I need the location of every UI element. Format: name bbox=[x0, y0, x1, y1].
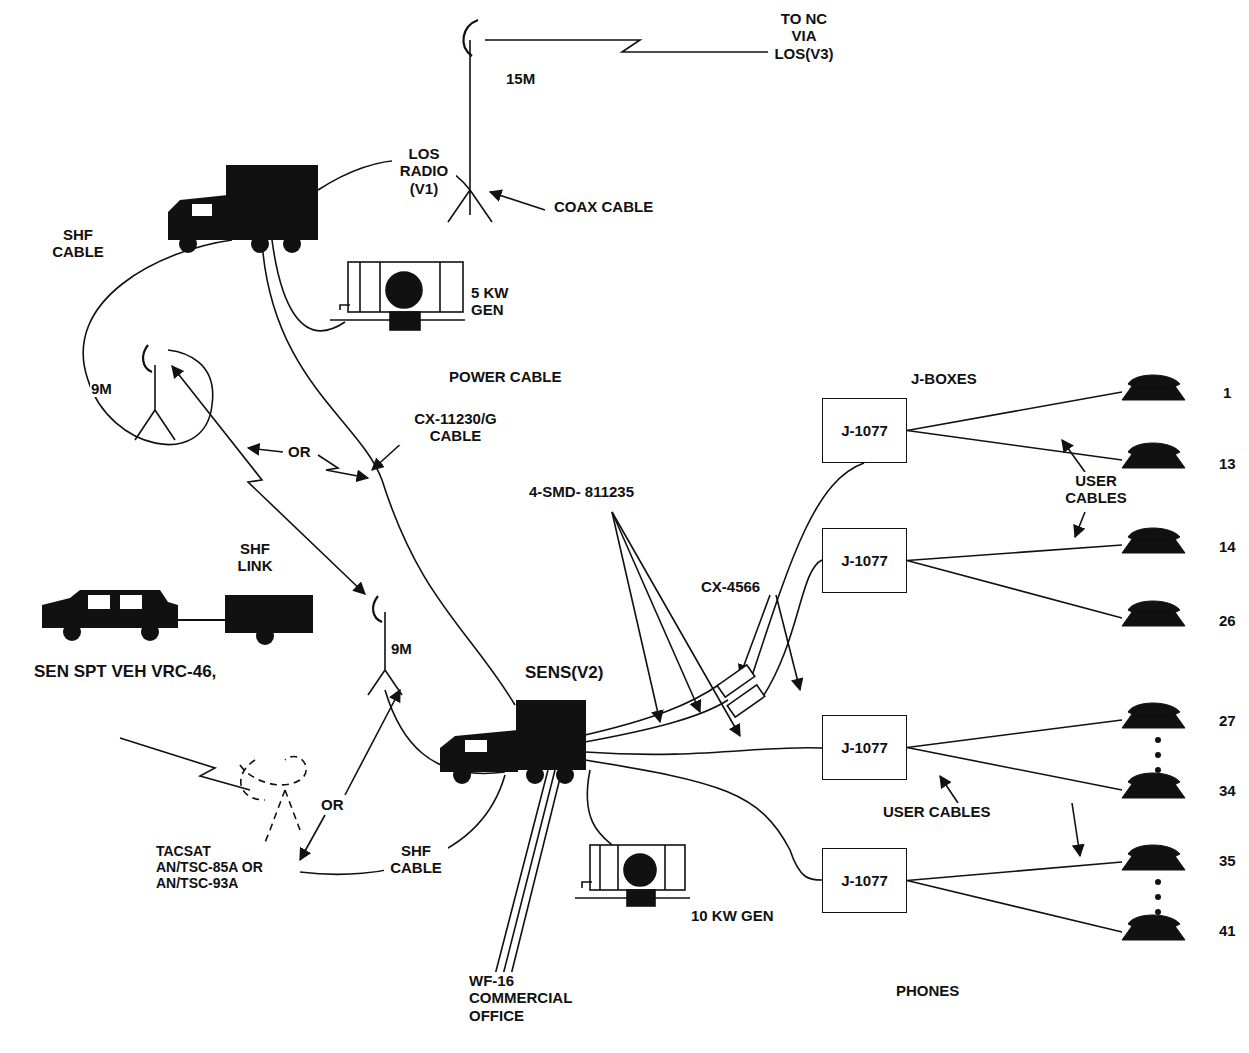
mast bbox=[135, 365, 175, 440]
leader bbox=[612, 512, 700, 712]
box-label: J-1077 bbox=[841, 552, 888, 569]
shf-link bbox=[172, 366, 365, 594]
leader bbox=[1075, 512, 1085, 537]
callout-label: 13 bbox=[1218, 455, 1237, 472]
user-cable bbox=[907, 392, 1122, 431]
ellipsis-dot bbox=[1155, 737, 1161, 743]
ellipsis-dot bbox=[1155, 879, 1161, 885]
telephone bbox=[1122, 915, 1185, 940]
user-cable bbox=[907, 431, 1122, 461]
callout-label: OR bbox=[320, 796, 345, 813]
callout-label: 41 bbox=[1218, 922, 1237, 939]
leader bbox=[612, 512, 740, 736]
callout-label: 1 bbox=[1222, 384, 1232, 401]
callout-label: USER CABLES bbox=[1055, 472, 1137, 507]
leader bbox=[248, 448, 283, 452]
telephone bbox=[1122, 601, 1185, 626]
telephone bbox=[1122, 528, 1185, 553]
box-label: J-1077 bbox=[841, 422, 888, 439]
connector bbox=[727, 685, 765, 717]
telephone bbox=[1122, 375, 1185, 400]
ellipsis-dot bbox=[1155, 767, 1161, 773]
cable bbox=[585, 760, 822, 880]
dish bbox=[373, 596, 382, 622]
user-cable bbox=[907, 881, 1122, 933]
callout-label: OR bbox=[287, 443, 312, 460]
telephone bbox=[1122, 443, 1185, 468]
callout-label: 5 KW GEN bbox=[470, 284, 518, 319]
callout-label: SHF CABLE bbox=[384, 842, 448, 877]
ellipsis-dot bbox=[1155, 909, 1161, 915]
telephone bbox=[1122, 845, 1185, 870]
tacsat bbox=[240, 757, 306, 785]
dish bbox=[463, 20, 478, 56]
support-vehicle bbox=[42, 590, 313, 645]
power-cable bbox=[272, 240, 345, 331]
los-truck bbox=[168, 165, 318, 253]
callout-label: LOS RADIO (V1) bbox=[392, 145, 456, 197]
leader bbox=[372, 440, 405, 470]
leader bbox=[612, 512, 660, 722]
user-cable bbox=[907, 545, 1122, 561]
power-cable bbox=[587, 770, 612, 845]
callout-label: SHF LINK bbox=[228, 540, 282, 575]
callout-label: 9M bbox=[90, 380, 113, 397]
radio-link bbox=[120, 738, 250, 790]
box-label: J-1077 bbox=[841, 872, 888, 889]
leader bbox=[776, 595, 800, 690]
callout-label: POWER CABLE bbox=[448, 368, 563, 385]
callout-label: CX-11230/G CABLE bbox=[392, 410, 519, 445]
callout-label: SEN SPT VEH VRC-46, bbox=[33, 662, 217, 682]
callout-label: 14 bbox=[1218, 538, 1237, 555]
tacsat bbox=[241, 760, 265, 800]
leader bbox=[345, 690, 400, 795]
callout-label: 10 KW GEN bbox=[690, 907, 775, 924]
ellipsis-dot bbox=[1155, 894, 1161, 900]
leader bbox=[318, 455, 368, 478]
generator bbox=[330, 262, 690, 906]
telephone bbox=[1122, 773, 1185, 798]
callout-label: J-BOXES bbox=[910, 370, 978, 387]
callout-label: 35 bbox=[1218, 852, 1237, 869]
callout-label: 9M bbox=[390, 640, 413, 657]
callout-label: 15M bbox=[505, 70, 536, 87]
callout-label: TACSAT AN/TSC-85A OR AN/TSC-93A bbox=[155, 843, 265, 891]
user-cable bbox=[907, 561, 1122, 619]
leader bbox=[1072, 803, 1080, 856]
box-label: J-1077 bbox=[841, 739, 888, 756]
callout-label: 26 bbox=[1218, 612, 1237, 629]
leader bbox=[300, 815, 325, 860]
ellipsis-dot bbox=[1155, 752, 1161, 758]
leader bbox=[1062, 440, 1085, 472]
callout-label: USER CABLES bbox=[882, 803, 992, 820]
junction-box: J-1077 bbox=[822, 398, 907, 463]
callout-label: PHONES bbox=[895, 982, 960, 999]
callout-label: SHF CABLE bbox=[46, 226, 110, 261]
callout-label: 27 bbox=[1218, 712, 1237, 729]
leader bbox=[490, 192, 545, 210]
cable bbox=[585, 748, 822, 755]
dish bbox=[143, 345, 152, 372]
junction-box: J-1077 bbox=[822, 528, 907, 593]
callout-label: 34 bbox=[1218, 782, 1237, 799]
callout-label: TO NC VIA LOS(V3) bbox=[768, 10, 840, 62]
sens-truck bbox=[440, 700, 586, 784]
junction-box: J-1077 bbox=[822, 848, 907, 913]
telephone bbox=[1122, 703, 1185, 728]
cable bbox=[762, 560, 822, 698]
user-cable bbox=[907, 720, 1122, 748]
user-cable bbox=[907, 862, 1122, 881]
callout-label: WF-16 COMMERCIAL OFFICE bbox=[468, 972, 588, 1024]
callout-label: CX-4566 bbox=[700, 578, 761, 595]
wf16-cable bbox=[495, 770, 562, 975]
callout-label: COAX CABLE bbox=[553, 198, 654, 215]
junction-box: J-1077 bbox=[822, 715, 907, 780]
callout-label: 4-SMD- 811235 bbox=[528, 483, 635, 500]
leader bbox=[740, 595, 770, 676]
user-cable bbox=[907, 748, 1122, 791]
radio-link bbox=[485, 40, 775, 52]
callout-label: SENS(V2) bbox=[524, 663, 604, 683]
leader bbox=[940, 776, 958, 803]
